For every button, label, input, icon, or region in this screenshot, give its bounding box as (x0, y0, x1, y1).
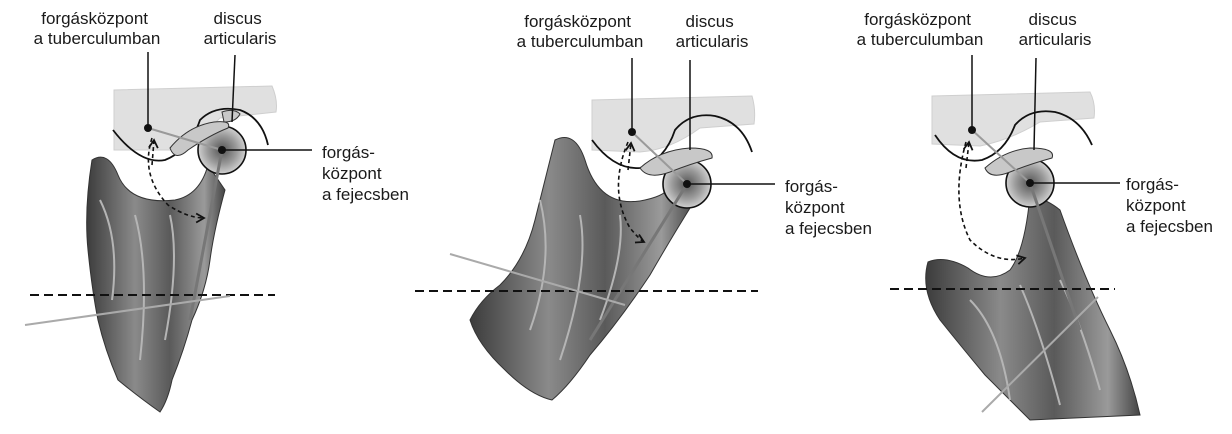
fossa-region (592, 96, 755, 152)
tubercle-label-line-1: forgásközpont (41, 9, 148, 28)
condyle-label: forgás- központ a fejecsben (1126, 175, 1213, 236)
mandible-ramus (926, 195, 1140, 420)
condyle-label-line-2: központ (1126, 196, 1186, 215)
tubercle-label-line-1: forgásközpont (524, 12, 631, 31)
disc-label-line-2: articularis (204, 29, 277, 48)
disc-label-line-2: articularis (1019, 30, 1092, 49)
mandible-ramus (87, 157, 225, 412)
condyle-label-line-1: forgás- (1126, 175, 1179, 194)
disc-label-line-2: articularis (676, 32, 749, 51)
condyle-label-line-3: a fejecsben (785, 219, 872, 238)
disc-label: discus articularis (1019, 10, 1092, 49)
condyle-label-line-1: forgás- (785, 177, 838, 196)
disc-label-line-1: discus (686, 12, 734, 31)
tubercle-label: forgásközpont a tuberculumban (517, 12, 644, 51)
tubercle-label: forgásközpont a tuberculumban (34, 9, 161, 48)
disc-label: discus articularis (204, 9, 277, 48)
leader-disc (1034, 58, 1036, 150)
disc-label: discus articularis (676, 12, 749, 51)
disc-label-line-1: discus (1029, 10, 1077, 29)
tubercle-label-line-2: a tuberculumban (517, 32, 644, 51)
tubercle-label-line-2: a tuberculumban (857, 30, 984, 49)
tubercle-label: forgásközpont a tuberculumban (857, 10, 984, 49)
articular-disc-upper (222, 110, 240, 122)
condyle-label-line-2: központ (785, 198, 845, 217)
condyle-label-line-3: a fejecsben (1126, 217, 1213, 236)
condyle-label: forgás- központ a fejecsben (785, 177, 872, 238)
panel-1: forgásközpont a tuberculumban discus art… (25, 9, 409, 412)
condyle-label: forgás- központ a fejecsben (322, 143, 409, 204)
tubercle-label-line-2: a tuberculumban (34, 29, 161, 48)
panel-3: forgásközpont a tuberculumban discus art… (857, 10, 1213, 420)
condyle-label-line-2: központ (322, 164, 382, 183)
panel-2: forgásközpont a tuberculumban discus art… (415, 12, 872, 400)
tubercle-label-line-1: forgásközpont (864, 10, 971, 29)
disc-label-line-1: discus (214, 9, 262, 28)
condyle-label-line-1: forgás- (322, 143, 375, 162)
condyle-label-line-3: a fejecsben (322, 185, 409, 204)
